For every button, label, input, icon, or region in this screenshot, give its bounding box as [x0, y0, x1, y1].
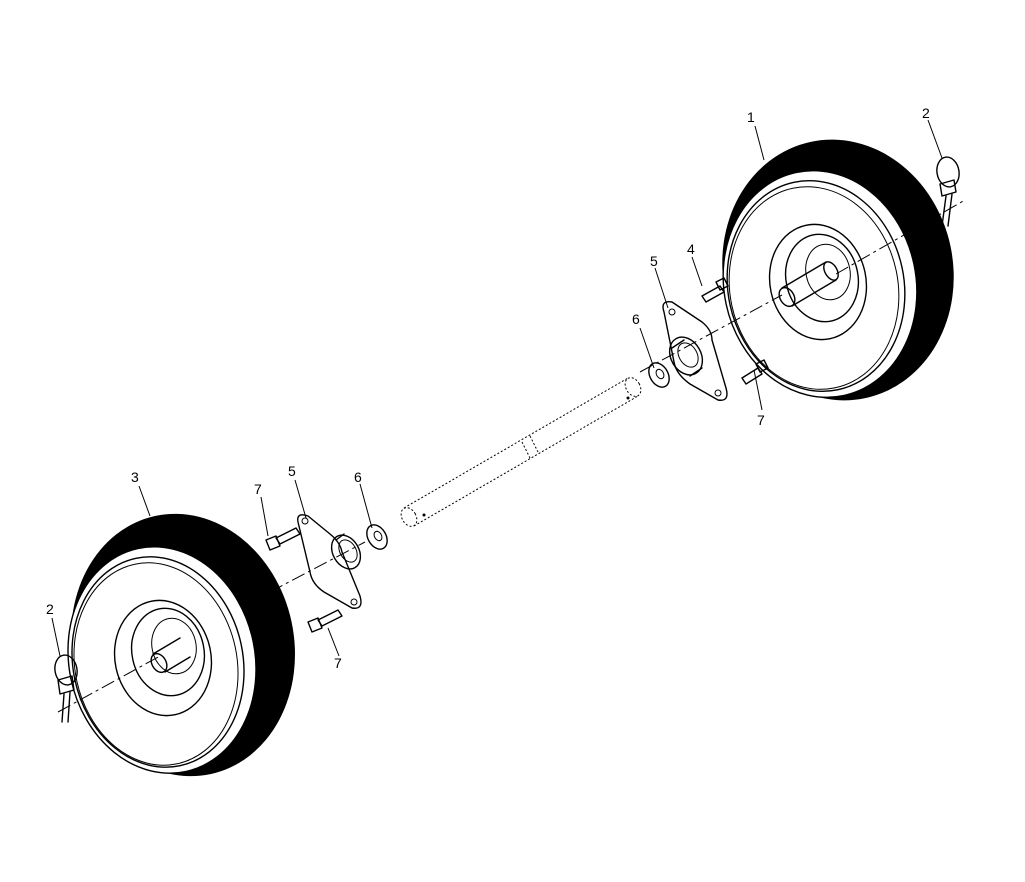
centerline-left-inner	[269, 541, 366, 593]
right-axle-stub	[781, 261, 837, 307]
left-lynch-pin	[54, 654, 78, 723]
left-hub-outer	[113, 599, 213, 717]
right-hub-outer	[768, 223, 868, 341]
callout-7-left-top: 7	[254, 481, 262, 497]
callout-6-left: 6	[354, 469, 362, 485]
right-wheel	[722, 139, 954, 401]
left-washer	[366, 524, 388, 550]
left-rim-lip	[73, 562, 239, 766]
left-hub-center	[151, 617, 197, 675]
callout-1: 1	[747, 109, 755, 125]
callout-7-left-bottom: 7	[334, 655, 342, 671]
leader-lines	[51, 119, 943, 657]
left-axle-stub	[152, 637, 191, 673]
callout-3: 3	[131, 469, 139, 485]
bolt-right-7	[741, 359, 769, 385]
left-wheel	[67, 513, 295, 777]
callout-6-right: 6	[632, 311, 640, 327]
bolt-left-top-7	[265, 527, 301, 551]
right-lynch-pin	[936, 156, 960, 227]
callout-5-left: 5	[288, 463, 296, 479]
callout-7-right: 7	[757, 412, 765, 428]
callout-2-right: 2	[922, 105, 930, 121]
right-axle-end	[778, 286, 796, 308]
axle-shaft	[400, 377, 642, 527]
right-flange-bearing	[662, 301, 728, 401]
left-hub-inner	[130, 607, 206, 697]
left-tire-sidewall	[67, 546, 257, 774]
bolt-part-4	[701, 277, 729, 303]
callout-5-right: 5	[650, 253, 658, 269]
right-hub-center	[805, 243, 851, 301]
right-tire-sidewall	[722, 170, 918, 398]
left-flange-bearing	[297, 514, 362, 609]
left-axle-end	[150, 652, 168, 674]
right-washer	[648, 362, 670, 388]
right-rim-outer	[726, 180, 906, 392]
callout-4: 4	[687, 241, 695, 257]
centerline-left-outer	[57, 655, 161, 713]
bolt-left-bottom-7	[307, 609, 343, 633]
callout-2-left: 2	[46, 601, 54, 617]
right-rim-lip	[728, 186, 900, 390]
